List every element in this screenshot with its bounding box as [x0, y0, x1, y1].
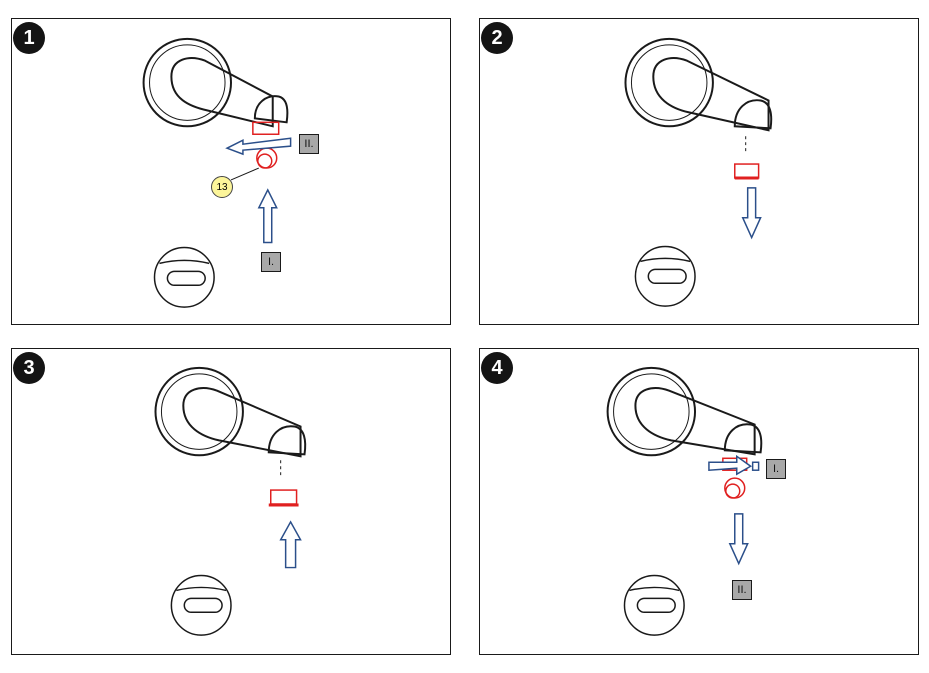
- aerator-part: [734, 163, 760, 180]
- faucet-spout: [142, 37, 289, 128]
- rotate-arrow: [225, 137, 292, 156]
- up-arrow: [279, 520, 302, 569]
- tag-label-ii: II.: [299, 134, 319, 154]
- step-number-badge: 4: [481, 352, 513, 384]
- step-3-panel: 3: [11, 348, 451, 655]
- step-1-illustration: [142, 37, 292, 308]
- step-2-panel: 2: [479, 18, 919, 325]
- step-4-illustration: [606, 366, 763, 636]
- rotate-arrow: [708, 454, 760, 476]
- step-4-panel: 4 I. II.: [479, 348, 919, 655]
- step-number-badge: 2: [481, 22, 513, 54]
- down-arrow: [741, 187, 762, 240]
- detail-inset: [623, 574, 685, 636]
- up-arrow: [257, 188, 278, 244]
- tag-label-ii: II.: [732, 580, 752, 600]
- detail-inset: [153, 246, 215, 308]
- callout-leader: [230, 167, 260, 181]
- step-number-badge: 3: [13, 352, 45, 384]
- detail-inset: [634, 245, 696, 307]
- step-2-illustration: [624, 37, 773, 307]
- tag-label-i: I.: [766, 459, 786, 479]
- faucet-spout: [606, 366, 763, 457]
- faucet-spout: [624, 37, 773, 132]
- down-arrow: [728, 513, 749, 566]
- tag-label-i: I.: [261, 252, 281, 272]
- step-number-badge: 1: [13, 22, 45, 54]
- step-1-panel: 1 II. I. 13: [11, 18, 451, 325]
- callout-13: 13: [211, 176, 233, 198]
- step-3-illustration: [154, 366, 307, 636]
- detail-inset: [170, 574, 232, 636]
- aerator-part: [268, 489, 299, 507]
- faucet-spout: [154, 366, 307, 458]
